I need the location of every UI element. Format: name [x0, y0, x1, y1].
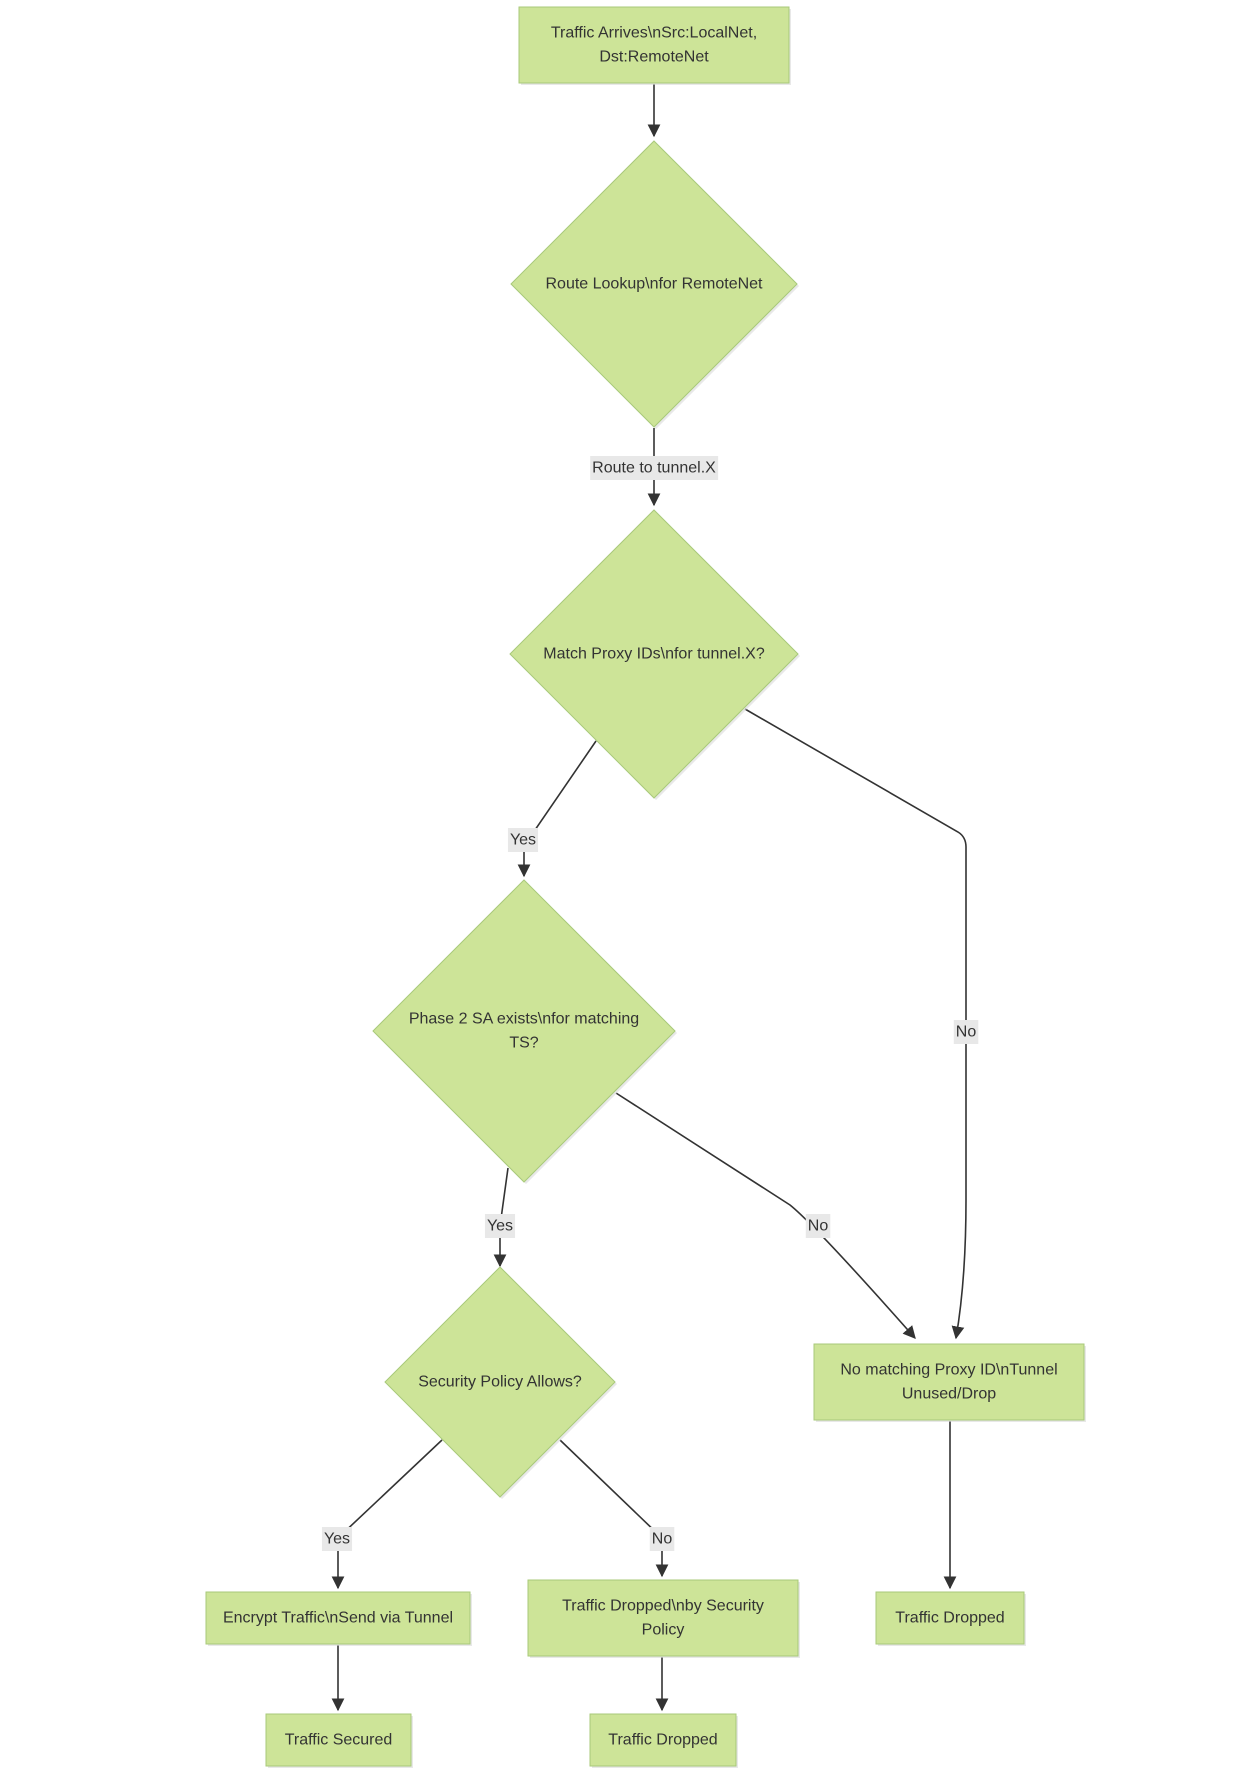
node-no-match-text: Unused/Drop: [902, 1386, 996, 1403]
node-start: Traffic Arrives\nSrc:LocalNet, Dst:Remote…: [518, 6, 791, 85]
edge-phase2-no: [615, 1092, 916, 1339]
edge-label-text: No: [956, 1024, 977, 1041]
edge-label-text: No: [808, 1218, 829, 1235]
node-dropped-right: Traffic Dropped: [875, 1591, 1026, 1646]
edge-label-text: Yes: [487, 1218, 513, 1235]
node-dropped-policy-text: Policy: [642, 1622, 685, 1639]
node-no-match-text: No matching Proxy ID\nTunnel: [840, 1362, 1057, 1379]
node-match-proxy-text: Match Proxy IDs\nfor tunnel.X?: [543, 646, 765, 663]
edge-label-phase2-no: No: [805, 1214, 831, 1238]
node-encrypt: Encrypt Traffic\nSend via Tunnel: [205, 1591, 472, 1646]
node-start-text: Dst:RemoteNet: [599, 49, 709, 66]
edge-label-text: No: [652, 1531, 673, 1548]
node-route-lookup: Route Lookup\nfor RemoteNet: [510, 140, 799, 429]
node-encrypt-text: Encrypt Traffic\nSend via Tunnel: [223, 1610, 453, 1627]
node-secured: Traffic Secured: [265, 1713, 413, 1768]
node-match-proxy: Match Proxy IDs\nfor tunnel.X?: [509, 509, 800, 800]
node-policy: Security Policy Allows?: [384, 1266, 617, 1499]
node-dropped-bottom: Traffic Dropped: [589, 1713, 738, 1768]
edge-label-match-no: No: [953, 1020, 979, 1044]
edge-label-route-to-tunnel: Route to tunnel.X: [590, 456, 719, 480]
edge-match-no: [744, 708, 967, 1340]
edge-label-text: Yes: [510, 832, 536, 849]
edge-policy-no: [559, 1439, 669, 1578]
node-dropped-policy-text: Traffic Dropped\nby Security: [562, 1598, 764, 1615]
node-phase2-text: TS?: [509, 1035, 538, 1052]
node-route-lookup-text: Route Lookup\nfor RemoteNet: [545, 276, 763, 293]
node-policy-text: Security Policy Allows?: [418, 1374, 582, 1391]
edge-policy-yes: [331, 1439, 443, 1590]
edge-label-policy-yes: Yes: [321, 1527, 353, 1551]
edge-match-yes: [517, 740, 597, 878]
node-dropped-bottom-text: Traffic Dropped: [608, 1732, 717, 1749]
edge-label-text: Yes: [324, 1531, 350, 1548]
node-start-text: Traffic Arrives\nSrc:LocalNet,: [551, 25, 757, 42]
node-secured-text: Traffic Secured: [285, 1732, 393, 1749]
node-dropped-right-text: Traffic Dropped: [895, 1610, 1004, 1627]
edge-label-text: Route to tunnel.X: [592, 460, 716, 477]
edge-label-phase2-yes: Yes: [484, 1214, 516, 1238]
edge-label-match-yes: Yes: [507, 828, 539, 852]
node-phase2-text: Phase 2 SA exists\nfor matching: [409, 1011, 639, 1028]
edge-label-policy-no: No: [649, 1527, 675, 1551]
